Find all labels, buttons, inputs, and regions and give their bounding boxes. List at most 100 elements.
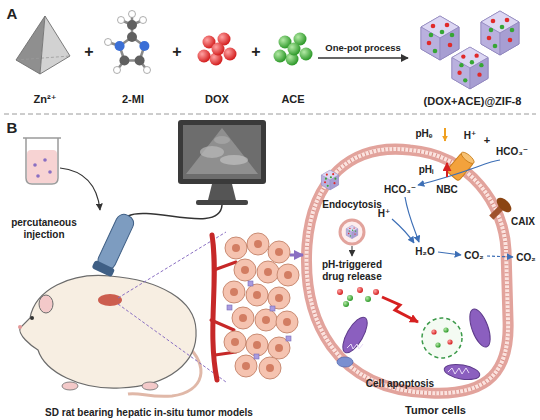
ultrasound-monitor — [208, 184, 236, 200]
liver-tumor-cells — [232, 307, 254, 329]
liver-tumor-cells — [235, 355, 257, 377]
blood-vessel — [211, 320, 234, 330]
panel-letter: B — [7, 119, 18, 136]
injection-arrow — [60, 168, 100, 210]
liver-tumor-cells — [223, 233, 299, 379]
rat-model — [142, 382, 158, 390]
ultrasound-monitor — [178, 120, 266, 205]
process-label: percutaneous injection — [5, 217, 83, 240]
panel-separator — [4, 114, 536, 115]
molecule-label: CO₂ — [516, 252, 535, 264]
liver-tumor-cells — [246, 284, 268, 306]
ultrasound-monitor — [183, 125, 261, 179]
molecule-label: H₂O — [415, 246, 434, 258]
plus-sign: + — [84, 43, 93, 61]
mitochondria — [466, 306, 495, 349]
liver-tumor-cells — [276, 311, 298, 333]
liver-tumor-cells — [262, 316, 270, 324]
blood-vessel — [212, 235, 217, 380]
methylimidazole-molecule — [105, 11, 151, 74]
reaction-arrows — [405, 197, 419, 242]
reaction-arrows — [392, 219, 414, 243]
magnify-lines — [118, 304, 226, 382]
release-arrow — [352, 246, 353, 256]
liver-tumor-cells — [247, 233, 269, 255]
methylimidazole-molecule — [114, 67, 121, 74]
process-label: Endocytosis — [322, 199, 381, 211]
probe-cable — [128, 205, 222, 219]
cell-membrane — [307, 149, 509, 393]
ace-spheres — [288, 43, 301, 56]
cell-membrane — [307, 149, 509, 393]
liver-tumor-cells — [223, 233, 299, 379]
liver-tumor-cells — [257, 261, 279, 283]
ace-spheres — [274, 33, 313, 66]
liver-tumor-cells — [268, 337, 290, 359]
methylimidazole-molecule — [118, 17, 125, 24]
plus-sign: + — [172, 43, 181, 61]
liver-tumor-cells — [286, 336, 291, 341]
liver-tumor-cells — [246, 334, 268, 356]
liver-tumor-cells — [254, 354, 259, 359]
liver-tumor-cells — [230, 240, 292, 372]
liver-tumor-cells — [227, 281, 291, 359]
endocytosed-particle — [321, 170, 338, 190]
ace-spheres — [300, 48, 313, 61]
methylimidazole-molecule — [129, 11, 136, 18]
zif8-product — [421, 16, 459, 60]
drug-beaker — [26, 138, 58, 184]
rat-model — [62, 382, 78, 390]
methylimidazole-molecule — [135, 56, 145, 66]
ultrasound-monitor — [186, 128, 258, 174]
liver-tumor-cells — [259, 357, 281, 379]
plus-sign: + — [484, 134, 490, 147]
liver-tumor-cells — [232, 244, 240, 252]
liver-tumor-cells — [239, 314, 247, 322]
ultrasound-probe — [91, 260, 115, 277]
ultrasound-monitor — [220, 155, 248, 165]
process-label: pH-triggered drug release — [312, 259, 392, 282]
liver-tumor-cells — [227, 305, 232, 310]
reaction-arrows — [438, 252, 461, 255]
mitochondria — [338, 314, 372, 357]
mitochondria — [338, 306, 494, 382]
process-arrow — [318, 57, 408, 59]
mitochondria — [347, 344, 363, 349]
cell-membrane — [307, 149, 509, 393]
drug-beaker — [23, 138, 61, 184]
ultrasound-monitor — [196, 200, 248, 205]
methylimidazole-molecule — [140, 17, 147, 24]
drug-beaker — [23, 137, 61, 139]
reagent-item: DOX — [192, 10, 242, 106]
reaction-arrows — [418, 160, 500, 185]
cell-membrane — [307, 149, 509, 393]
ultrasound-probe — [91, 211, 138, 277]
node-caption: SD rat bearing hepatic in-situ tumor mod… — [45, 407, 253, 419]
plus-sign: + — [251, 43, 260, 61]
methylimidazole-molecule — [105, 11, 151, 74]
animal-model: SD rat bearing hepatic in-situ tumor mod… — [8, 232, 290, 418]
released-drugs — [357, 287, 363, 293]
liver-tumor-cells — [255, 309, 277, 331]
cell-nucleus — [447, 339, 452, 344]
endosome-vesicle — [340, 220, 364, 244]
reaction-arrows — [392, 160, 513, 257]
ion-label: H⁺ — [378, 208, 391, 220]
drug-action-bolt — [382, 297, 418, 322]
reagent-item: 2-MI — [104, 10, 162, 106]
endosome-vesicle — [340, 220, 364, 244]
liver-tumor-cells — [275, 344, 283, 352]
liver-tumor-cells — [234, 259, 256, 281]
ph-up-arrow — [446, 163, 448, 177]
ultrasound-monitor — [178, 120, 266, 184]
released-drugs — [337, 287, 379, 307]
endosome-vesicle — [346, 225, 357, 238]
drug-beaker — [33, 163, 37, 167]
dox-spheres — [224, 48, 237, 61]
protein-label: CAIX — [511, 216, 535, 228]
methylimidazole-molecule — [144, 67, 151, 74]
mitochondria — [448, 368, 469, 374]
process-label: Cell apoptosis — [366, 378, 434, 390]
zif8-product — [452, 47, 488, 89]
